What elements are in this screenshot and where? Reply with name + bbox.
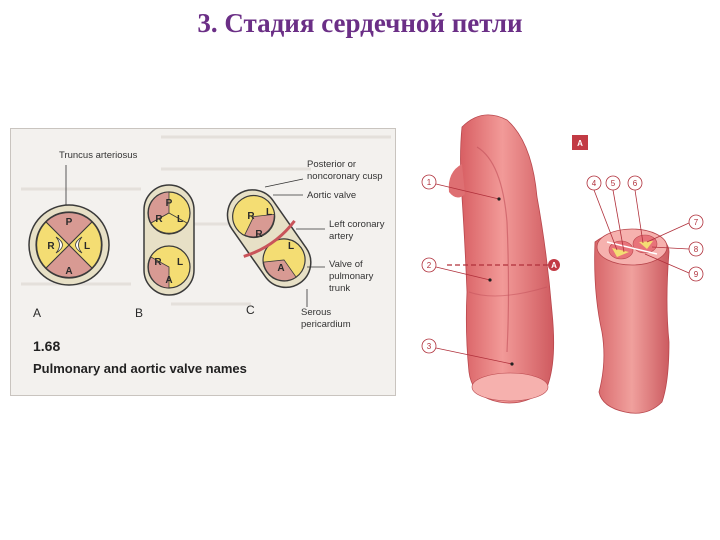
section-marker	[548, 259, 560, 271]
heart-tube-figure: A 1 2 3 A	[407, 102, 720, 445]
cusp-p-label: P	[66, 217, 73, 228]
callout-9: 9	[694, 270, 699, 279]
valve-diagram: P R L A Truncus arteriosus A P R L R L A…	[21, 135, 391, 376]
b-upper-r: R	[155, 214, 163, 225]
right-callouts: 4 5 6 7 8 9	[586, 175, 704, 282]
truncus-label: Truncus arteriosus	[59, 150, 138, 161]
left-coronary-label-2: artery	[329, 231, 354, 242]
b-lower-a: A	[165, 275, 172, 286]
c-r-1: R	[247, 211, 255, 222]
callout-2: 2	[427, 261, 432, 270]
figure-caption: Pulmonary and aortic valve names	[33, 361, 247, 376]
callout-3: 3	[427, 342, 432, 351]
valve-pulm-label-2: pulmonary	[329, 271, 374, 282]
callout-4: 4	[592, 179, 597, 188]
truncus-tube	[448, 114, 555, 404]
section-label-box	[572, 135, 588, 150]
valve-pulm-label-1: Valve of	[329, 259, 363, 270]
heart-tube-diagram: A 1 2 3 A	[421, 114, 704, 414]
b-lower-l: L	[177, 257, 183, 268]
panel-c-letter: C	[246, 303, 255, 317]
b-lower-r: R	[154, 257, 162, 268]
b-upper-p: P	[166, 198, 173, 209]
callout-5: 5	[611, 179, 616, 188]
posterior-cusp-label-2: noncoronary cusp	[307, 171, 383, 182]
cusp-l-label: L	[84, 241, 90, 252]
valve-b: P R L R L A	[143, 184, 195, 296]
left-callouts: 1 2 3	[421, 174, 514, 366]
b-upper-l: L	[177, 214, 183, 225]
callout-7: 7	[694, 218, 699, 227]
c-l-2: L	[288, 241, 294, 252]
cross-section-segment	[594, 228, 670, 414]
valve-pulm-label-3: trunk	[329, 283, 350, 294]
figure-number: 1.68	[33, 338, 60, 354]
left-coronary-label-1: Left coronary	[329, 219, 385, 230]
cusp-r-label: R	[47, 241, 55, 252]
valve-c	[226, 189, 312, 289]
posterior-cusp-label-1: Posterior or	[307, 159, 356, 170]
slide-title: 3. Стадия сердечной петли	[197, 8, 523, 38]
section-marker-label: A	[551, 261, 557, 270]
cusp-a-label: A	[65, 266, 72, 277]
valve-a: P R L A	[28, 204, 110, 286]
c-r-2: R	[255, 229, 263, 240]
callout-8: 8	[694, 245, 699, 254]
c-l-1: L	[266, 207, 272, 218]
serous-label-2: pericardium	[301, 319, 351, 330]
serous-label-1: Serous	[301, 307, 331, 318]
panel-a-letter: A	[33, 306, 41, 320]
callout-1: 1	[427, 178, 432, 187]
valve-names-figure: P R L A Truncus arteriosus A P R L R L A…	[10, 128, 396, 396]
panel-b-letter: B	[135, 306, 143, 320]
aortic-valve-label: Aortic valve	[307, 190, 356, 201]
c-a: A	[277, 263, 284, 274]
panel-c-leaders	[264, 178, 325, 307]
section-label: A	[577, 139, 583, 148]
callout-6: 6	[633, 179, 638, 188]
